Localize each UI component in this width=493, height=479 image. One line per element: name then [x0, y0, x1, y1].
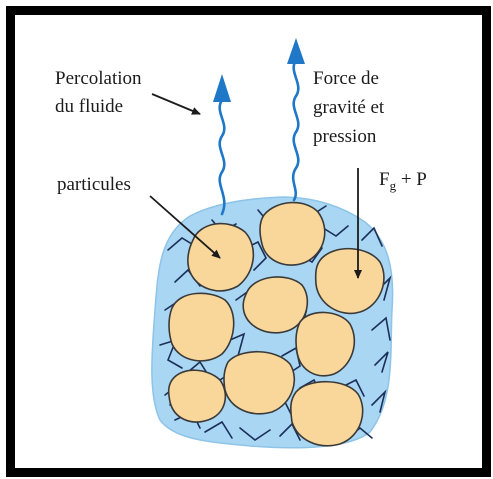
fluid-flow-arrowhead: [213, 74, 231, 102]
particle: [291, 382, 363, 446]
particle: [188, 224, 253, 291]
flow-arrows: [220, 60, 299, 214]
pressure-flow-arrow: [293, 60, 298, 200]
particle: [316, 249, 384, 314]
fg-p-label: Fg + P: [379, 169, 427, 193]
percolation-pointer-arrow: [152, 94, 200, 114]
force-line2: gravité et: [313, 97, 385, 118]
pressure-flow-arrowhead: [287, 38, 305, 64]
force-line3: pression: [313, 126, 377, 147]
particle: [296, 312, 354, 375]
fg-rest: + P: [396, 169, 427, 190]
percolation-line1: Percolation: [55, 68, 142, 89]
particle: [260, 203, 325, 266]
force-line1: Force de: [313, 68, 379, 89]
force-label: Force de gravité et pression: [313, 68, 389, 147]
particules-label: particules: [57, 174, 131, 195]
particle: [224, 352, 294, 414]
particle: [169, 370, 226, 422]
percolation-label: Percolation du fluide: [55, 68, 146, 117]
fg-main: F: [379, 169, 390, 190]
particle: [243, 277, 307, 333]
particle: [169, 293, 234, 361]
fluid-flow-arrow: [220, 100, 225, 214]
percolation-line2: du fluide: [55, 96, 123, 117]
